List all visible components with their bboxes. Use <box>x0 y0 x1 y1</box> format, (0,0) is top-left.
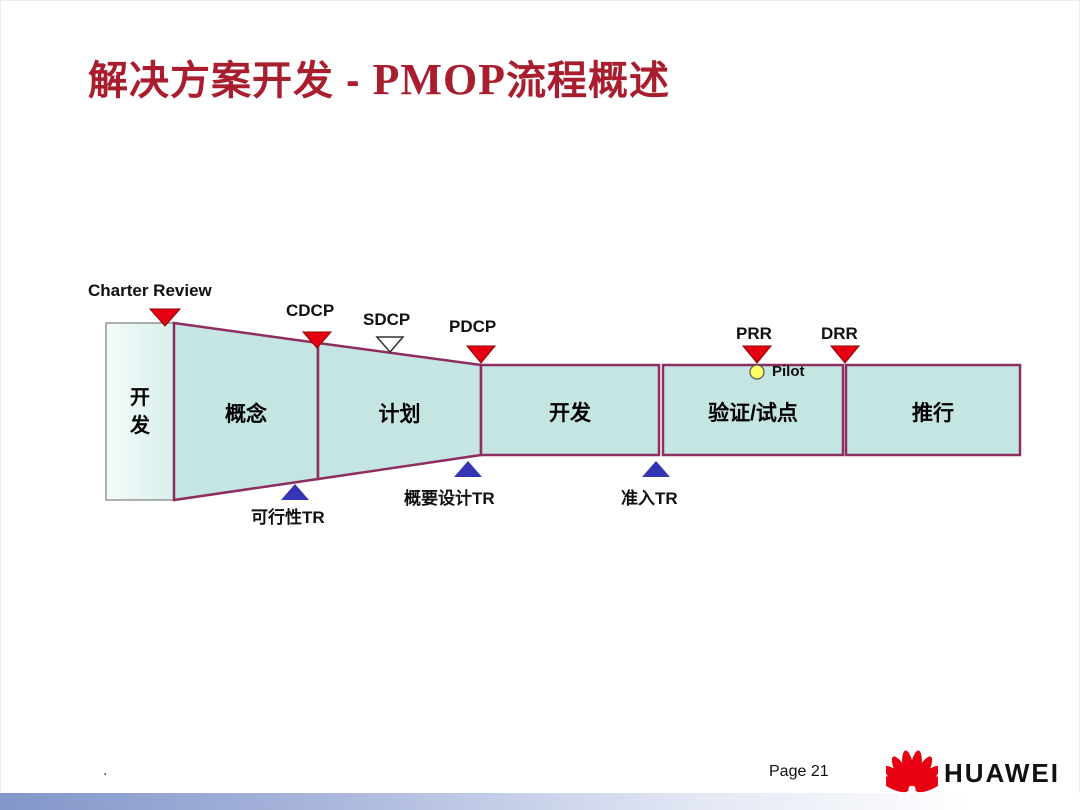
stage-label-development: 开发 <box>549 402 591 425</box>
cdcp-milestone-icon <box>301 331 333 349</box>
title-text-cn-left: 解决方案开发 - <box>88 59 373 103</box>
milestone-label-sdcp: SDCP <box>363 310 411 329</box>
footer-gradient-bar <box>0 793 1080 810</box>
tr-label-admission: 准入TR <box>621 489 678 508</box>
footer-dot: . <box>103 762 108 779</box>
huawei-logo-icon <box>880 748 944 799</box>
page-number: Page 21 <box>769 763 829 780</box>
pilot-label: Pilot <box>772 363 805 380</box>
start-phase-label: 开发 <box>130 386 150 437</box>
huawei-wordmark: HUAWEI <box>944 758 1060 788</box>
stage-label-plan: 计划 <box>378 403 421 426</box>
stage-label-concept: 概念 <box>225 403 267 426</box>
stage-shape-development <box>479 363 661 457</box>
stage-label-verification: 验证/试点 <box>708 402 798 425</box>
title-text-cn-right: 流程概述 <box>506 59 671 103</box>
outline-design-tr-icon <box>454 461 482 477</box>
drr-milestone-icon <box>829 345 861 364</box>
huawei-flower-petals <box>880 750 944 793</box>
stage-shape-verification <box>661 363 845 457</box>
pdcp-milestone-icon <box>465 345 497 364</box>
tr-label-outline-design: 概要设计TR <box>404 489 495 508</box>
milestone-label-prr: PRR <box>736 324 772 343</box>
milestone-label-pdcp: PDCP <box>449 317 497 336</box>
admission-tr-icon <box>642 461 670 477</box>
milestone-label-charter-review: Charter Review <box>88 281 212 300</box>
stage-label-rollout: 推行 <box>912 402 954 425</box>
milestone-label-cdcp: CDCP <box>286 301 335 320</box>
milestone-label-drr: DRR <box>821 324 858 343</box>
stage-shape-rollout <box>844 363 1022 457</box>
page-title: 解决方案开发 - PMOP流程概述 <box>88 48 670 106</box>
tr-label-feasibility: 可行性TR <box>251 508 325 527</box>
charter-review-milestone-icon <box>148 308 182 327</box>
sdcp-milestone-icon <box>375 336 405 354</box>
pilot-marker-icon <box>749 364 765 380</box>
start-phase-label-box: 开发 <box>106 323 174 500</box>
feasibility-tr-icon <box>281 484 309 500</box>
title-text-pmop: PMOP <box>372 55 507 104</box>
prr-milestone-icon <box>741 345 773 364</box>
